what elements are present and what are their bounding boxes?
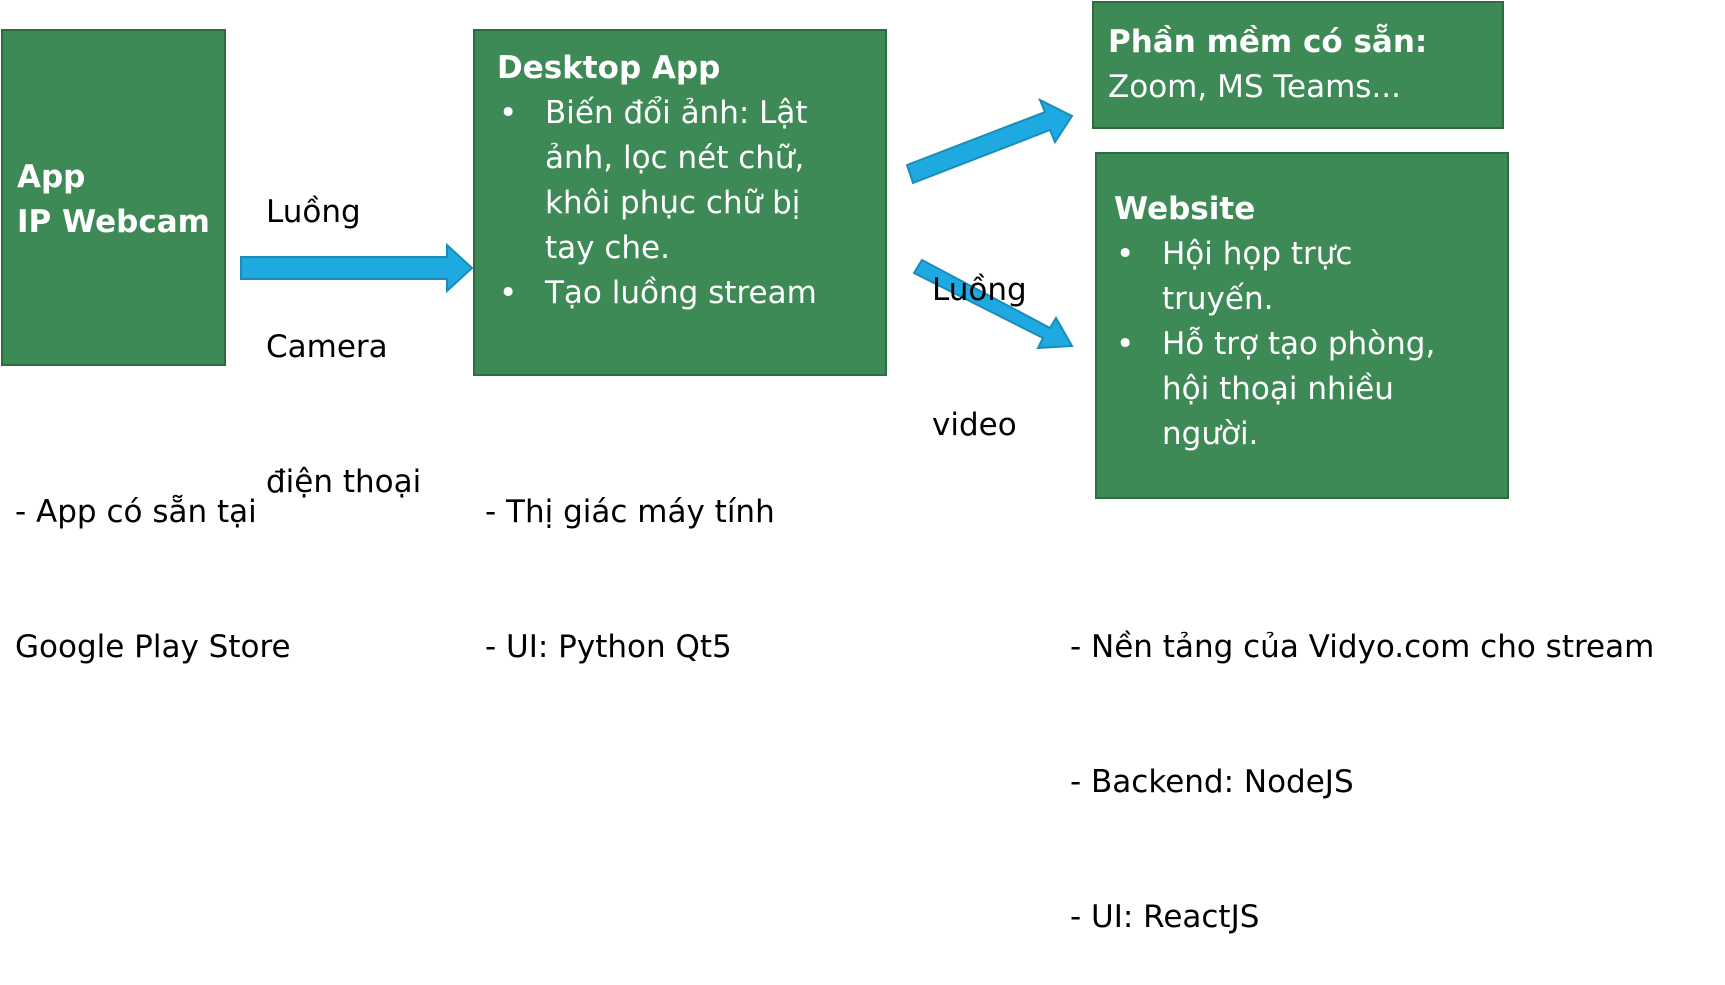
caption-line: - Thị giác máy tính — [485, 494, 775, 530]
desktop-app-content: Desktop App Biến đổi ảnh: Lật ảnh, lọc n… — [497, 46, 817, 316]
camera-stream-arrow — [240, 242, 474, 294]
ip-webcam-line2: IP Webcam — [17, 204, 210, 240]
desktop-app-bullet-2: Tạo luồng stream — [497, 271, 817, 316]
video-stream-label: Luồng video — [932, 178, 1027, 493]
ip-webcam-node: App IP Webcam — [1, 29, 226, 366]
camera-stream-label-line2: Camera — [266, 329, 388, 365]
video-stream-label-line1: Luồng — [932, 272, 1027, 308]
existing-software-content: Phần mềm có sẵn: Zoom, MS Teams... — [1108, 20, 1427, 110]
caption-line: - Backend: NodeJS — [1070, 764, 1354, 800]
website-bullets: Hội họp trực truyến. Hỗ trợ tạo phòng, h… — [1114, 232, 1435, 457]
bullet-line: khôi phục chữ bị — [545, 185, 801, 221]
ip-webcam-line1: App — [17, 159, 86, 195]
website-title: Website — [1114, 191, 1256, 227]
bullet-line: Tạo luồng stream — [545, 275, 817, 311]
camera-stream-label-line3: điện thoại — [266, 464, 422, 500]
website-node: Website Hội họp trực truyến. Hỗ trợ tạo … — [1095, 152, 1509, 499]
video-arrow-down — [912, 258, 1074, 350]
desktop-app-title: Desktop App — [497, 50, 721, 86]
caption-line: - Nền tảng của Vidyo.com cho stream — [1070, 629, 1655, 665]
caption-line: - UI: ReactJS — [1070, 899, 1260, 935]
caption-line: - App có sẵn tại — [15, 494, 257, 530]
bullet-line: Biến đổi ảnh: Lật — [545, 95, 808, 131]
desktop-app-node: Desktop App Biến đổi ảnh: Lật ảnh, lọc n… — [473, 29, 887, 376]
existing-software-title: Phần mềm có sẵn: — [1108, 24, 1428, 60]
website-content: Website Hội họp trực truyến. Hỗ trợ tạo … — [1114, 187, 1435, 457]
desktop-app-caption: - Thị giác máy tính - UI: Python Qt5 — [485, 400, 775, 715]
ip-webcam-caption: - App có sẵn tại Google Play Store — [15, 400, 291, 715]
website-bullet-2: Hỗ trợ tạo phòng, hội thoại nhiều người. — [1114, 322, 1435, 457]
video-arrow-up — [905, 97, 1074, 185]
ip-webcam-title: App IP Webcam — [17, 155, 210, 245]
existing-software-examples: Zoom, MS Teams... — [1108, 69, 1402, 105]
video-stream-label-line2: video — [932, 407, 1017, 443]
arrows-layer — [240, 97, 1074, 350]
bullet-line: ảnh, lọc nét chữ, — [545, 140, 805, 176]
bullet-line: hội thoại nhiều — [1162, 371, 1394, 407]
website-bullet-1: Hội họp trực truyến. — [1114, 232, 1435, 322]
camera-stream-label: Luồng Camera điện thoại — [266, 100, 421, 550]
desktop-app-bullets: Biến đổi ảnh: Lật ảnh, lọc nét chữ, khôi… — [497, 91, 817, 316]
bullet-line: người. — [1162, 416, 1259, 452]
bullet-line: Hội họp trực — [1162, 236, 1353, 272]
caption-line: - UI: Python Qt5 — [485, 629, 732, 665]
desktop-app-bullet-1: Biến đổi ảnh: Lật ảnh, lọc nét chữ, khôi… — [497, 91, 817, 271]
bullet-line: Hỗ trợ tạo phòng, — [1162, 326, 1436, 362]
bullet-line: truyến. — [1162, 281, 1274, 317]
existing-software-node: Phần mềm có sẵn: Zoom, MS Teams... — [1092, 1, 1504, 129]
website-caption: - Nền tảng của Vidyo.com cho stream - Ba… — [1070, 535, 1654, 985]
caption-line: Google Play Store — [15, 629, 291, 665]
camera-stream-label-line1: Luồng — [266, 194, 361, 230]
bullet-line: tay che. — [545, 230, 670, 266]
